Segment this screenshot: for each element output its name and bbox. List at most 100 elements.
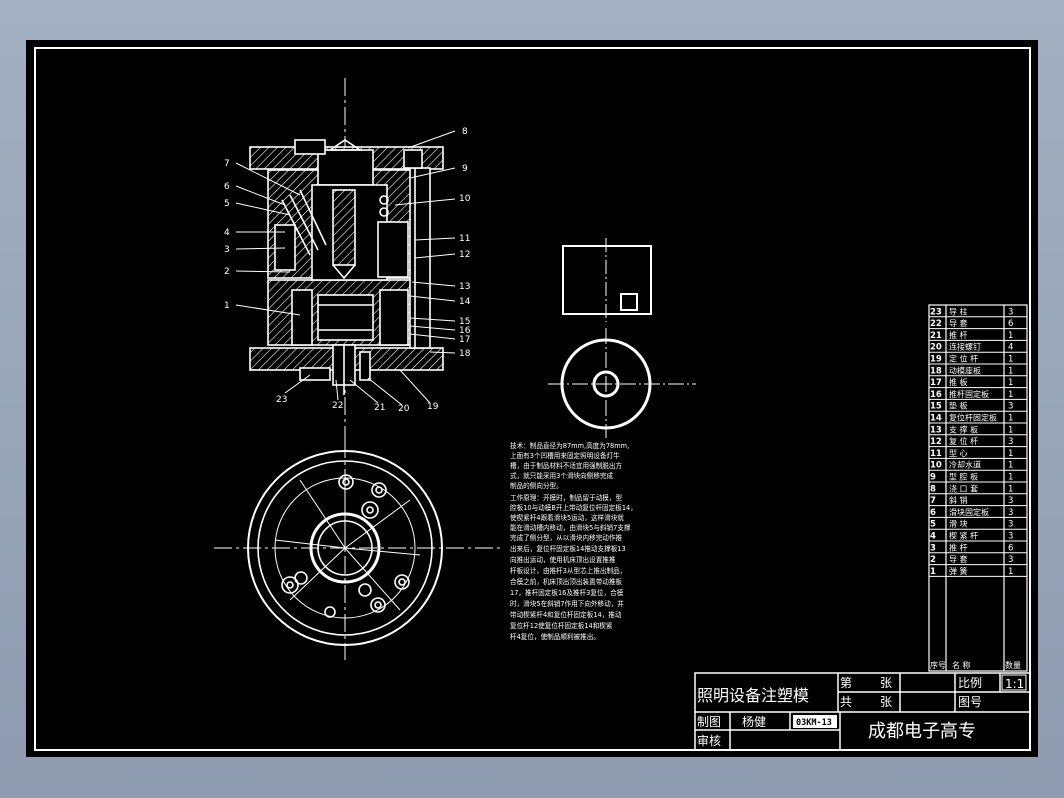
bom-header-qty: 数量 (1005, 660, 1021, 670)
bom-row-no: 14 (930, 414, 942, 424)
drawer-name: 杨健 (742, 714, 766, 729)
bom-row-qty: 6 (1008, 543, 1013, 553)
bom-row-no: 17 (930, 378, 942, 388)
leader-lines (235, 130, 456, 406)
bom-row-no: 3 (930, 543, 936, 553)
bom-row-no: 21 (930, 331, 942, 341)
callout: 17 (459, 335, 470, 345)
sheet-label-unit: 张 (880, 676, 892, 690)
bom-row-qty: 1 (1008, 414, 1013, 424)
bom-row-name: 楔 紧 杆 (949, 531, 978, 541)
bom-row-no: 9 (930, 473, 936, 483)
note-line: 腔板10与动模B开上带动复位杆固定板14， (510, 503, 637, 512)
note-line: 带动楔紧杆4和复位杆固定板14，推动 (510, 610, 622, 619)
bom-row-name: 冷却水道 (949, 460, 981, 470)
bom-row-no: 7 (930, 496, 936, 506)
bom-row-name: 浇 口 套 (949, 483, 978, 493)
school-name: 成都电子高专 (868, 721, 976, 742)
bom-row-qty: 3 (1008, 437, 1013, 447)
bom-row-name: 弹 簧 (949, 566, 968, 576)
callout: 20 (398, 404, 410, 414)
note-line: 杆4复位，使制品顺利被推出。 (510, 632, 600, 641)
callout: 16 (459, 326, 471, 336)
bom-row-qty: 6 (1008, 319, 1013, 329)
drawing-no-label: 图号 (958, 695, 982, 709)
bom-row-no: 16 (930, 390, 942, 400)
callout: 18 (459, 349, 471, 359)
note-line: 上面有3个凹槽用来固定照明设备灯牛 (510, 451, 620, 460)
callout: 2 (224, 267, 230, 277)
callout: 8 (462, 127, 468, 137)
note-line: 出来后，复位杆固定板14推动支撑板13 (510, 544, 626, 553)
bom-row-name: 推杆固定板 (949, 389, 989, 399)
callout: 15 (459, 317, 470, 327)
bom-row-no: 1 (930, 567, 936, 577)
mold-section-view (249, 78, 444, 450)
bom-row-name: 推 杆 (949, 330, 968, 340)
total-label-unit: 张 (880, 695, 892, 709)
bom-row-name: 导 柱 (949, 306, 968, 316)
bom-header-no: 序号 (930, 660, 946, 670)
bom-row-qty: 1 (1008, 461, 1013, 471)
drawing-sheet (26, 40, 1038, 757)
note-line: 制品的侧向分型。 (510, 481, 563, 490)
drawing-title: 照明设备注塑模 (697, 686, 809, 705)
note-line: 时，滑块5在斜销7作用下向外移动，并 (510, 599, 624, 608)
scale-label: 比例 (958, 676, 982, 690)
bom-row-name: 型 心 (949, 449, 968, 458)
bom-row-no: 11 (930, 449, 942, 459)
drawing-frame (34, 47, 1031, 751)
bom-row-no: 15 (930, 402, 942, 412)
callout: 7 (224, 159, 230, 169)
bom-row-qty: 3 (1008, 496, 1013, 506)
note-line: 向推出运动，使用机床顶出设置推推 (510, 555, 616, 564)
callout: 14 (459, 297, 471, 307)
total-label: 共 (840, 695, 852, 709)
callout: 21 (374, 403, 385, 413)
bom-row-qty: 1 (1008, 449, 1013, 459)
bom-row-no: 5 (930, 520, 936, 530)
drawn-by-label: 制图 (697, 715, 721, 729)
bom-row-qty: 3 (1008, 532, 1013, 542)
title-block: 照明设备注塑模 第 张 共 张 比例 1:1 图号 制图 杨健 03KM-13 … (694, 672, 1031, 751)
bom-row-name: 复位杆固定板 (949, 413, 997, 423)
bom-row-name: 推 板 (949, 377, 968, 387)
scale-value: 1:1 (1005, 677, 1024, 691)
callout: 23 (276, 395, 287, 405)
bom-row-no: 10 (930, 461, 942, 471)
bom-row-name: 动模座板 (949, 365, 981, 375)
bom-row-no: 13 (930, 425, 942, 435)
bom-row-qty: 1 (1008, 355, 1013, 365)
bom-row-no: 23 (930, 307, 942, 317)
bom-row-qty: 3 (1008, 307, 1013, 317)
bom-row-qty: 1 (1008, 390, 1013, 400)
drawing-code: 03KM-13 (796, 718, 832, 728)
bom-row-no: 4 (930, 532, 936, 542)
bom-row-name: 导 套 (949, 554, 968, 564)
bom-row-no: 2 (930, 555, 936, 565)
bom-row-no: 18 (930, 366, 942, 376)
bom-row-name: 连接螺钉 (949, 342, 981, 352)
callout: 11 (459, 234, 470, 244)
bom-row-qty: 1 (1008, 378, 1013, 388)
bom-row-name: 斜 销 (949, 495, 968, 505)
note-line: 使楔紧杆4跟着滑块5运动，这样滑块就 (510, 513, 624, 522)
note-line: 17，推杆固定板16及推杆3复位，合模 (510, 588, 624, 597)
bom-row-name: 推 杆 (949, 542, 968, 552)
bom-row-qty: 1 (1008, 473, 1013, 483)
bom-row-name: 导 套 (949, 318, 968, 328)
callout: 19 (427, 402, 439, 412)
bom-row-name: 定 位 杆 (949, 354, 978, 364)
bom-row-name: 型 腔 板 (949, 472, 978, 482)
callout-numbers: 8 9 10 11 12 13 14 15 16 17 18 7 6 5 4 3… (224, 127, 471, 414)
note-line: 式，就只能采用3个滑块向侧移完成 (510, 471, 614, 480)
note-line: 槽，由于制品材料不适宜用强制脱出方 (510, 461, 622, 470)
callout: 3 (224, 245, 230, 255)
bom-row-no: 20 (930, 343, 942, 353)
callout: 22 (332, 401, 343, 411)
sheet-label: 第 (840, 676, 852, 690)
bom-row-qty: 3 (1008, 555, 1013, 565)
note-line: 合模之前，机床顶出顶出装置带动推板 (510, 577, 622, 586)
